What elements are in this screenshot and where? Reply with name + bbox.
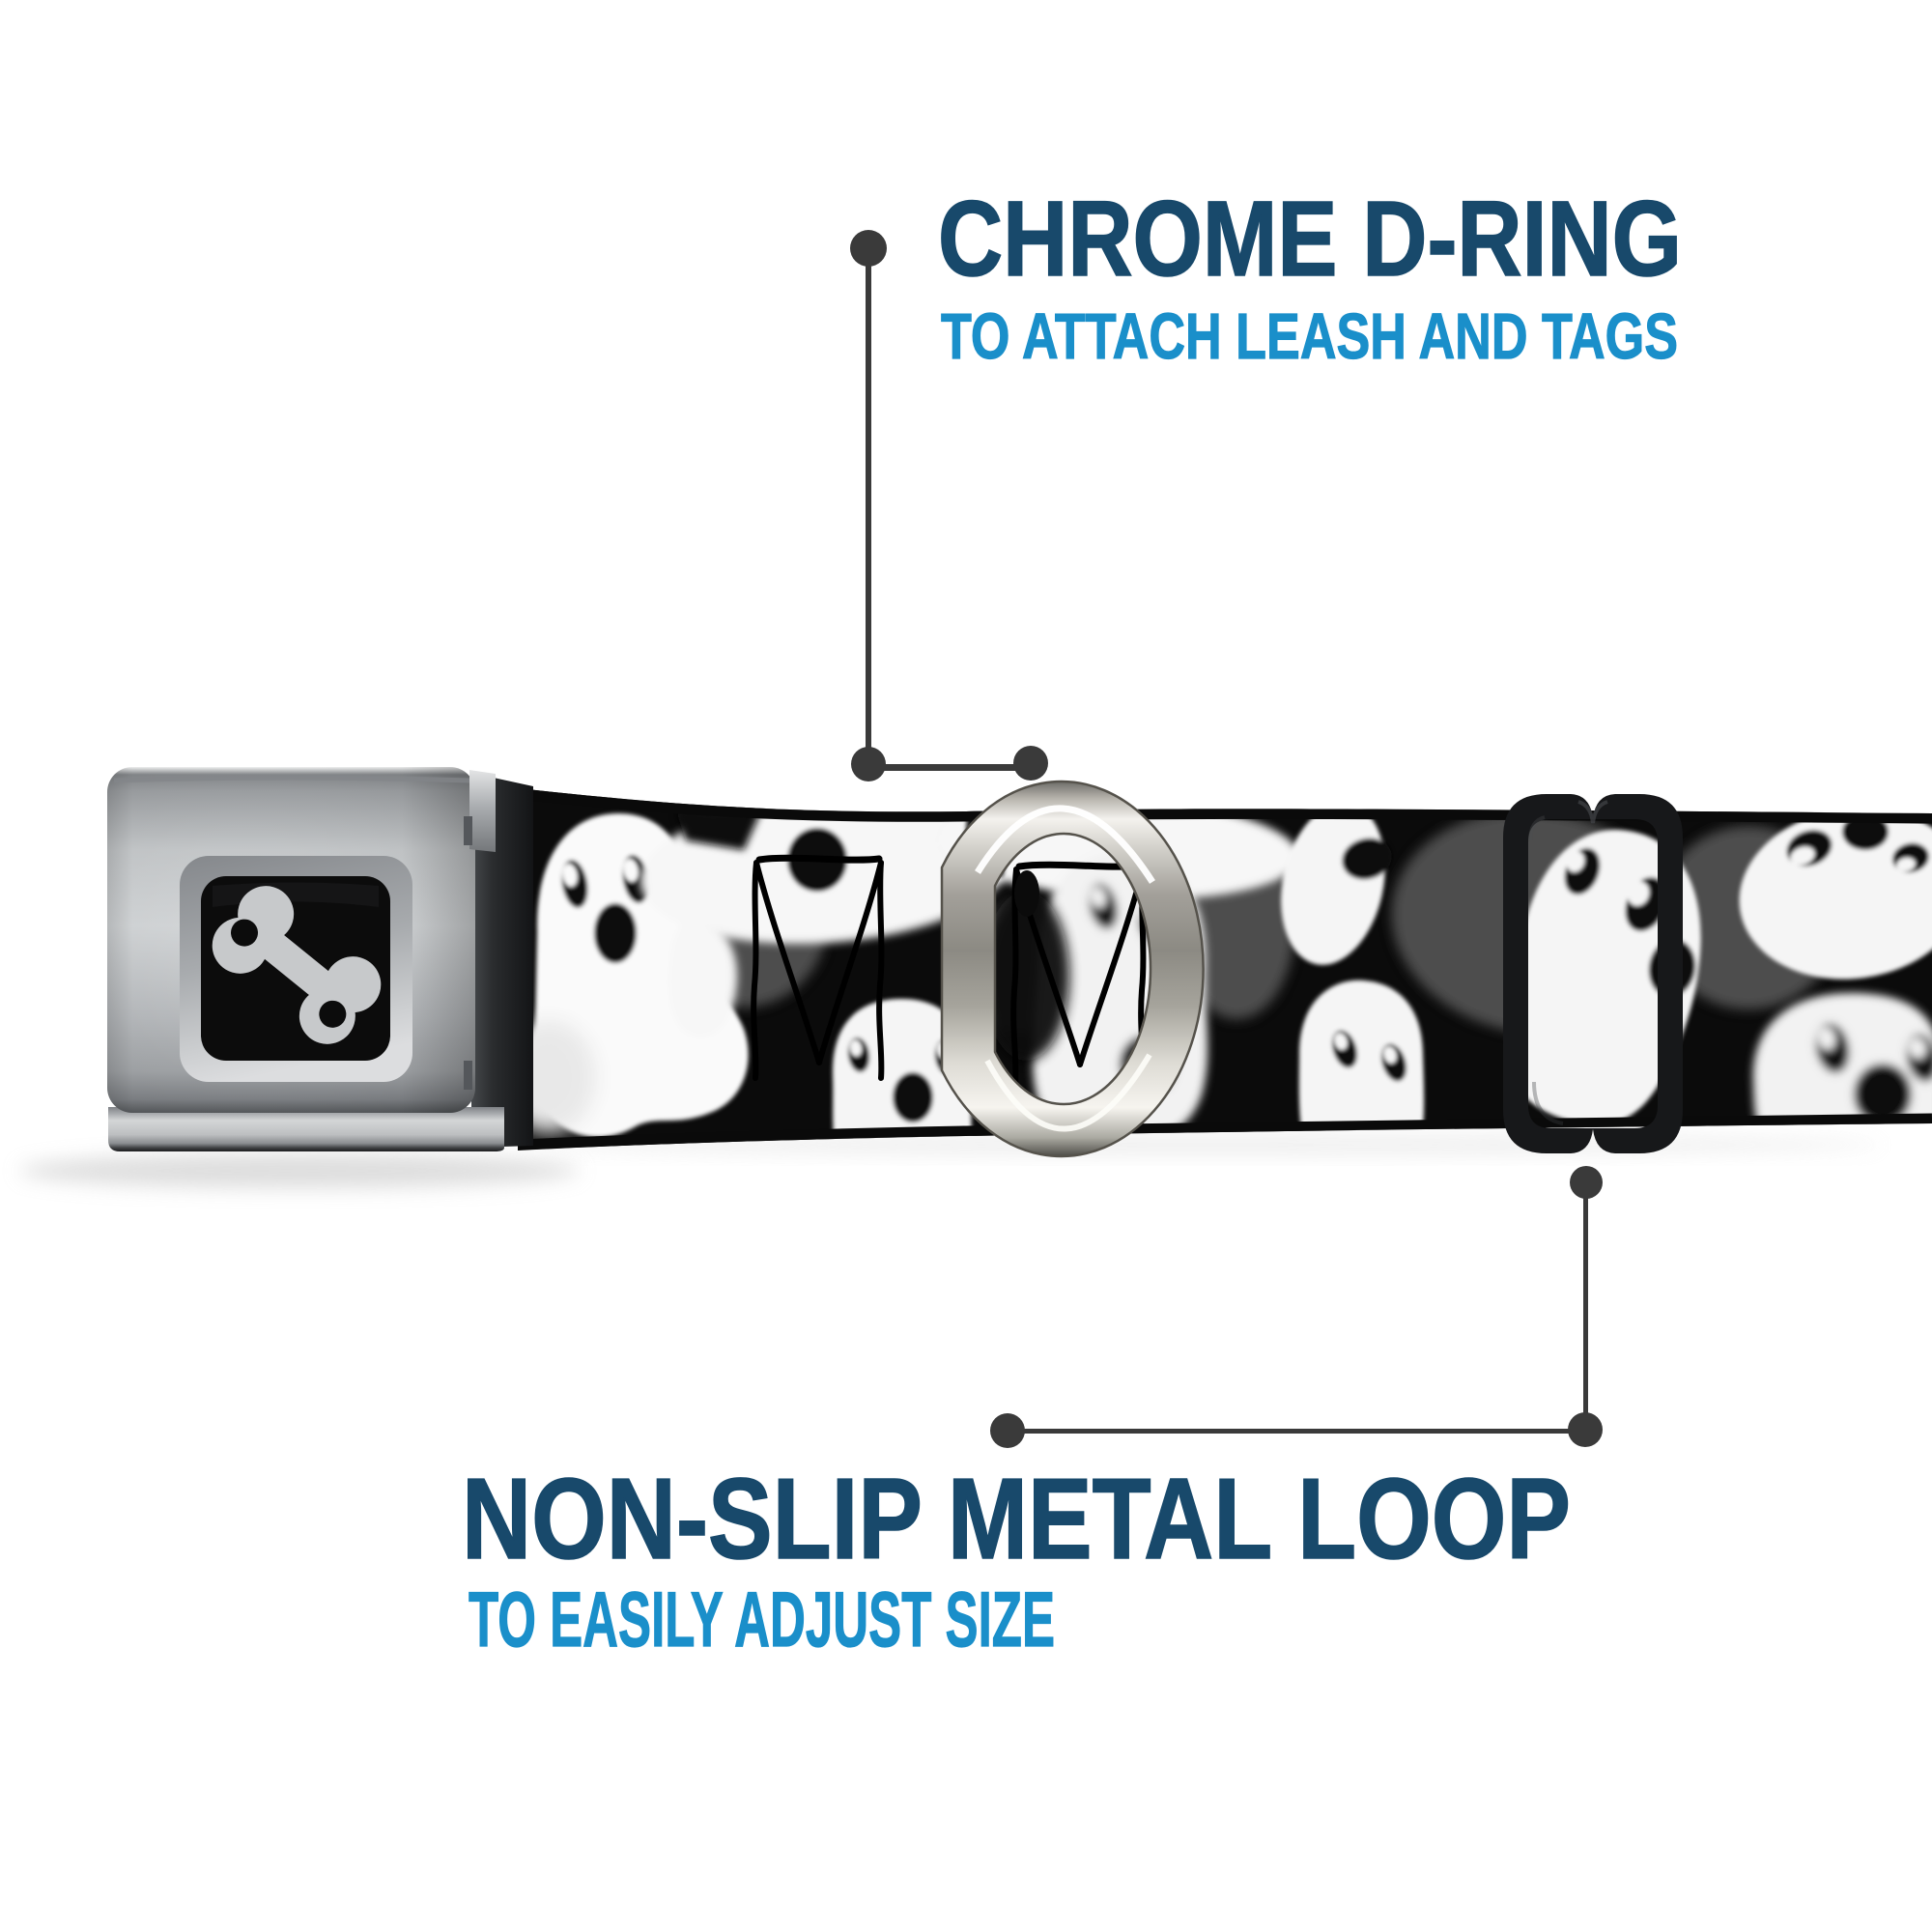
svg-text:TO EASILY ADJUST SIZE: TO EASILY ADJUST SIZE [469,1577,1055,1663]
svg-text:NON-SLIP METAL LOOP: NON-SLIP METAL LOOP [462,1455,1571,1583]
svg-text:CHROME D-RING: CHROME D-RING [938,180,1682,298]
svg-text:TO ATTACH LEASH AND TAGS: TO ATTACH LEASH AND TAGS [941,300,1678,373]
